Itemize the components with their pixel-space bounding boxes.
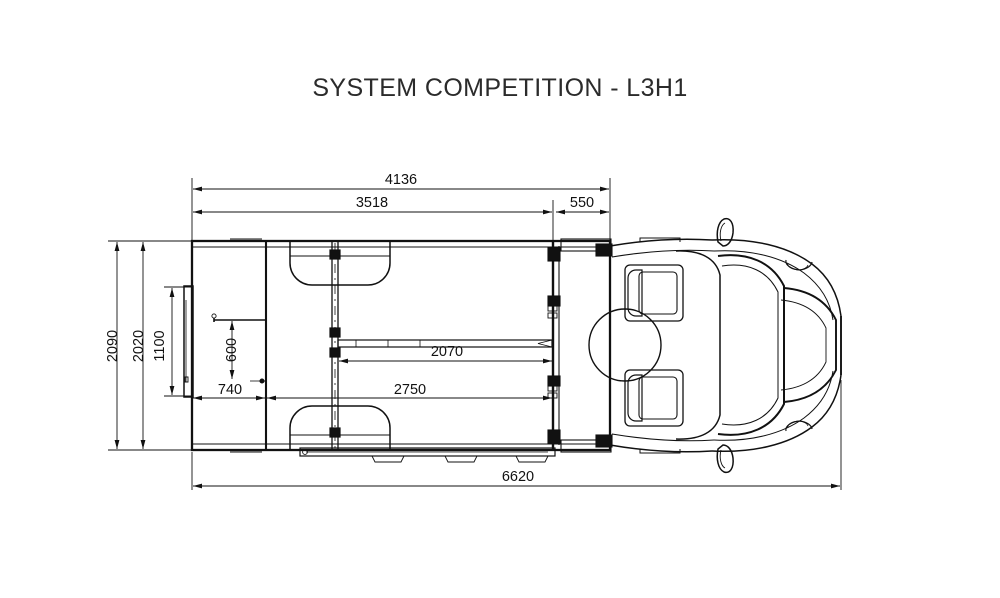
- door-tab-1: [371, 455, 405, 463]
- rear-door-panel: [183, 285, 194, 398]
- mirror-bottom-housing: [716, 444, 734, 474]
- dim-label-1100: 1100: [152, 330, 168, 361]
- mirror-top-housing: [716, 217, 734, 247]
- wheel-arch-bottom: [289, 405, 391, 450]
- mirror-top-glass: [719, 222, 726, 242]
- seat-passenger: [624, 369, 684, 427]
- hood-inner: [780, 299, 827, 391]
- windshield-outer: [717, 254, 785, 436]
- van-body-outline: [183, 217, 842, 474]
- wheel-arch-top: [289, 241, 391, 286]
- bulkhead-latch-top: [547, 295, 561, 307]
- rail-bracket-1: [329, 249, 341, 260]
- seat-passenger-cushion: [638, 376, 678, 420]
- dim-label-550: 550: [570, 195, 594, 211]
- seat-driver-cushion: [638, 271, 678, 315]
- dashboard-edge: [675, 250, 721, 440]
- bulkhead-latch-top-b: [547, 305, 558, 312]
- dimension-lines-top: [191, 178, 611, 250]
- seat-driver-base: [624, 264, 684, 322]
- sliding-door-panel: [299, 447, 556, 457]
- dimension-lines-bottom: [191, 380, 842, 490]
- fender-top-inner: [713, 250, 834, 321]
- mirror-top: [716, 217, 734, 247]
- rear-door-latch: [184, 376, 189, 383]
- cab-door-seam-bottom: [639, 449, 681, 454]
- seat-passenger-base: [624, 369, 684, 427]
- hood-outer: [783, 287, 837, 403]
- cab-hinge-bottom: [595, 434, 613, 448]
- fender-top-outer: [711, 238, 842, 317]
- sliding-door-roller: [302, 449, 308, 455]
- seat-driver: [624, 264, 684, 322]
- dim-label-2070: 2070: [431, 344, 463, 360]
- dim-label-600: 600: [224, 338, 240, 362]
- cab-door-seam-top: [639, 237, 681, 242]
- cab-door-bottom-outer: [609, 444, 713, 453]
- cab-door-bottom-inner: [611, 433, 715, 442]
- cab-door-top-outer: [609, 238, 713, 247]
- rail-bracket-3: [329, 347, 341, 358]
- inner-shelf-pivot: [211, 313, 217, 319]
- seat-passenger-backrest: [627, 374, 643, 422]
- dim-label-740: 740: [218, 382, 242, 398]
- headlight-bottom-lens: [787, 420, 809, 429]
- mirror-bottom: [716, 444, 734, 474]
- rack-bracket-arrow: [537, 339, 553, 348]
- dim-label-2090: 2090: [105, 330, 121, 362]
- bulkhead-latch-bottom-c: [547, 392, 558, 399]
- rail-bracket-2: [329, 327, 341, 338]
- dim-label-2020: 2020: [131, 330, 147, 362]
- fender-bottom-outer: [711, 374, 842, 453]
- bulkhead-latch-bottom-b: [547, 385, 558, 392]
- bulkhead-latch-bottom: [547, 375, 561, 387]
- page-title: SYSTEM COMPETITION - L3H1: [312, 74, 688, 102]
- door-tab-2: [444, 455, 478, 463]
- bulkhead-latch-top-c: [547, 312, 558, 319]
- sliding-door-assembly: [299, 447, 556, 463]
- cab-door-top-inner: [611, 249, 715, 258]
- steering-wheel: [588, 308, 662, 382]
- rail-bracket-4: [329, 427, 341, 438]
- dimension-lines-interior: [193, 321, 552, 401]
- dim-label-6620: 6620: [502, 469, 534, 485]
- dim-label-2750: 2750: [394, 382, 426, 398]
- windshield-inner: [721, 264, 779, 426]
- fender-bottom-inner: [713, 370, 834, 441]
- cab-hinge-top: [595, 243, 613, 257]
- bulkhead-hinge-bottom: [547, 429, 561, 444]
- bulkhead-hinge-top: [547, 247, 561, 262]
- cab-section: [560, 217, 842, 474]
- headlight-top-lens: [787, 262, 809, 271]
- mirror-bottom-glass: [719, 449, 726, 469]
- seat-driver-backrest: [627, 269, 643, 317]
- dimension-lines-left: [108, 240, 192, 451]
- dim-label-4136: 4136: [385, 172, 417, 188]
- dim-label-3518: 3518: [356, 195, 388, 211]
- door-tab-3: [515, 455, 549, 463]
